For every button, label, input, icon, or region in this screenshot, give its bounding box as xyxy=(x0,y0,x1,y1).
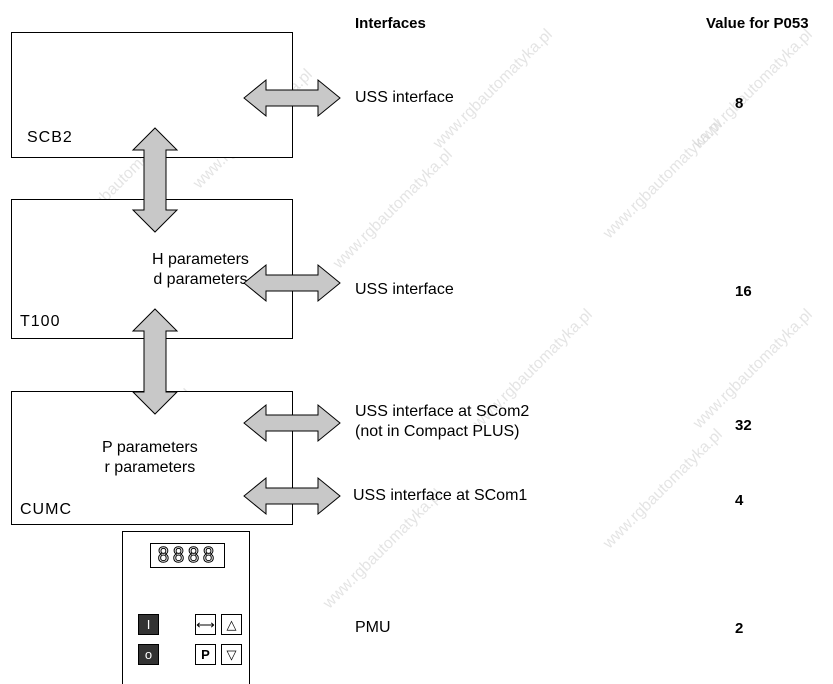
double-arrow-icon xyxy=(243,78,341,118)
double-arrow-icon xyxy=(131,308,179,415)
p053-value: 4 xyxy=(735,492,744,509)
board-name: SCB2 xyxy=(27,129,73,146)
p-button[interactable]: P xyxy=(195,644,216,665)
interfaces-header: Interfaces xyxy=(355,15,426,32)
down-button[interactable]: ▽ xyxy=(221,644,242,665)
board-name: CUMC xyxy=(20,501,72,518)
p053-value: 16 xyxy=(735,283,752,300)
board-params: P parameters r parameters xyxy=(102,439,198,476)
board-params: H parameters d parameters xyxy=(152,251,249,288)
interface-label: USS interface at SCom1 xyxy=(353,487,528,504)
interface-label: USS interface at SCom2 (not in Compact P… xyxy=(355,403,530,440)
up-button[interactable]: △ xyxy=(221,614,242,635)
off-button[interactable]: o xyxy=(138,644,159,665)
reverse-button[interactable]: ⟷ xyxy=(195,614,216,635)
on-button[interactable]: I xyxy=(138,614,159,635)
double-arrow-icon xyxy=(243,263,341,303)
value-header: Value for P053 xyxy=(706,15,809,32)
pmu-panel: 8888 I o ⟷ △ P ▽ xyxy=(122,531,250,684)
pmu-display: 8888 xyxy=(150,543,225,568)
p053-value: 32 xyxy=(735,417,752,434)
cumc-board: P parameters r parameters CUMC xyxy=(11,391,293,525)
double-arrow-icon xyxy=(243,476,341,516)
board-name: T100 xyxy=(20,313,61,330)
interface-label: USS interface xyxy=(355,281,454,298)
interface-label: PMU xyxy=(355,619,391,636)
double-arrow-icon xyxy=(243,403,341,443)
double-arrow-icon xyxy=(131,127,179,233)
p053-value: 8 xyxy=(735,95,744,112)
interface-label: USS interface xyxy=(355,89,454,106)
p053-value: 2 xyxy=(735,620,744,637)
